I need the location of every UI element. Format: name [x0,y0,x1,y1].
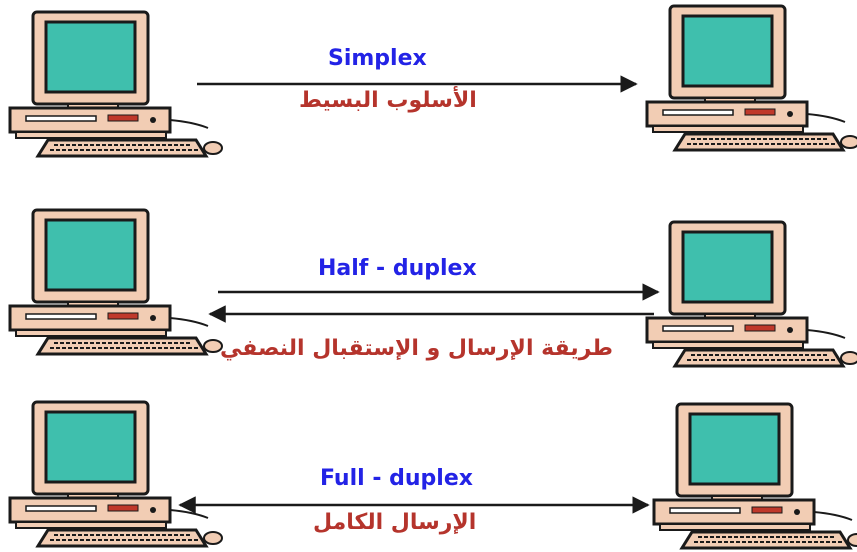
simplex-label: Simplex [328,46,427,71]
full-duplex-arabic-label: الإرسال الكامل [313,510,477,535]
full-duplex-label: Full - duplex [320,466,473,491]
half-duplex-label: Half - duplex [318,256,477,281]
simplex-arabic-label: الأسلوب البسيط [299,88,477,113]
half-duplex-arabic-label: طريقة الإرسال و الإستقبال النصفي [220,336,613,361]
